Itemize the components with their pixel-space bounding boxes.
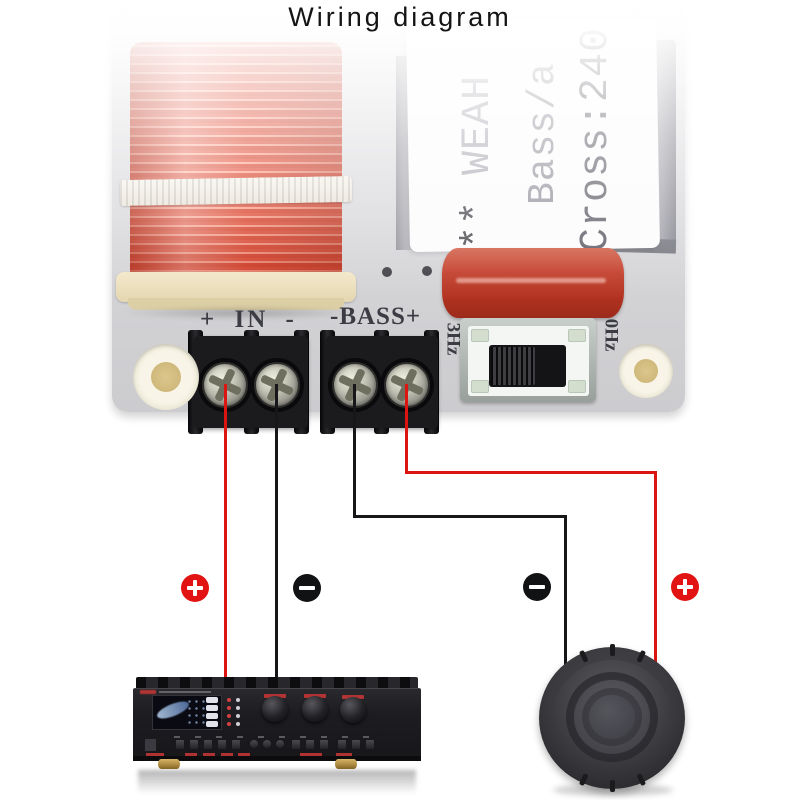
amp-button <box>250 740 258 748</box>
sticker-text-line3: Cross:240 <box>574 26 619 252</box>
solder-pad <box>422 266 432 276</box>
wire-speaker-negative-h <box>353 515 567 518</box>
silkscreen-0hz-label: 0Hz <box>600 318 622 352</box>
amp-button <box>218 740 226 749</box>
mounting-hole-left-center <box>151 362 181 392</box>
film-capacitor <box>442 248 624 318</box>
amp-red-label <box>238 753 250 756</box>
amp-button <box>292 740 300 749</box>
amp-button-labels <box>174 736 384 738</box>
amp-button <box>263 740 271 748</box>
amp-power-button <box>144 738 157 752</box>
speaker-rim-notch <box>610 644 615 656</box>
amp-brand-logo <box>140 690 156 694</box>
amp-red-label <box>146 753 164 756</box>
amp-red-label <box>300 753 322 756</box>
cable-tie <box>119 175 353 207</box>
wire-amp-positive <box>224 384 227 690</box>
plus-icon <box>181 574 209 602</box>
amp-white-led <box>236 706 240 710</box>
switch-corner-notch <box>568 329 586 342</box>
amp-red-label <box>185 753 197 756</box>
amp-button <box>306 740 314 749</box>
minus-icon <box>523 573 551 601</box>
amp-button <box>176 740 184 749</box>
amp-button <box>276 740 284 748</box>
amp-red-led <box>227 698 231 702</box>
amp-button <box>366 740 374 749</box>
amp-vfd-segment <box>206 697 218 703</box>
amp-vfd-segment <box>206 713 218 719</box>
subwoofer-driver <box>538 644 688 796</box>
sticker-text-stars: ** <box>456 174 501 250</box>
minus-icon <box>293 574 321 602</box>
speaker-dust-cap <box>589 695 635 739</box>
amp-red-label <box>221 753 233 756</box>
wire-speaker-positive-v1 <box>405 384 408 474</box>
switch-corner-notch <box>568 380 586 393</box>
amp-button <box>320 740 328 749</box>
speaker-rim-notch <box>610 780 615 792</box>
amp-red-led <box>227 722 231 726</box>
plus-icon <box>671 573 699 601</box>
sticker-text-line1: ** WEAH <box>456 10 501 250</box>
amp-knob <box>262 696 288 722</box>
wire-speaker-negative-v1 <box>353 384 356 518</box>
amp-model-text <box>159 691 211 693</box>
amp-vfd-segment <box>206 721 218 727</box>
amp-button <box>204 740 212 749</box>
amp-white-led <box>236 722 240 726</box>
sticker-text-brand: WEAH <box>456 74 501 175</box>
amp-vfd-segment <box>206 705 218 711</box>
amp-white-led <box>236 714 240 718</box>
amp-button <box>232 740 240 749</box>
coil-shadow <box>120 306 360 320</box>
coil-bobbin-flange-lip <box>128 298 344 310</box>
amp-button <box>352 740 360 749</box>
switch-corner-notch <box>471 380 489 393</box>
wire-amp-negative <box>275 384 278 690</box>
silkscreen-bass-label: -BASS+ <box>330 303 422 330</box>
amp-red-led <box>227 706 231 710</box>
wiring-diagram-title: Wiring diagram <box>288 2 512 32</box>
wire-speaker-negative-v2 <box>564 515 567 673</box>
amp-red-label <box>203 753 215 756</box>
switch-slider <box>491 347 535 385</box>
solder-pad <box>382 267 392 277</box>
amp-foot <box>158 759 180 769</box>
amp-red-led <box>227 714 231 718</box>
amp-foot <box>335 759 357 769</box>
amp-knob <box>302 696 328 722</box>
amp-top-vents <box>136 677 418 690</box>
amp-base <box>133 756 421 761</box>
sticker-text-line2: Bass/a <box>522 62 565 205</box>
switch-corner-notch <box>471 329 489 342</box>
amp-reflection <box>138 770 416 794</box>
amp-knob <box>340 697 366 723</box>
amp-button <box>190 740 198 749</box>
amp-red-label <box>336 753 352 756</box>
stereo-amplifier <box>130 672 426 798</box>
mounting-hole-right-center <box>634 359 658 383</box>
wire-speaker-positive-v2 <box>654 471 657 681</box>
amp-white-led <box>236 698 240 702</box>
wire-speaker-positive-h <box>405 471 657 474</box>
film-capacitor-highlight <box>456 278 606 283</box>
amp-button <box>338 740 346 749</box>
silkscreen-input-label: + IN - <box>200 306 297 333</box>
